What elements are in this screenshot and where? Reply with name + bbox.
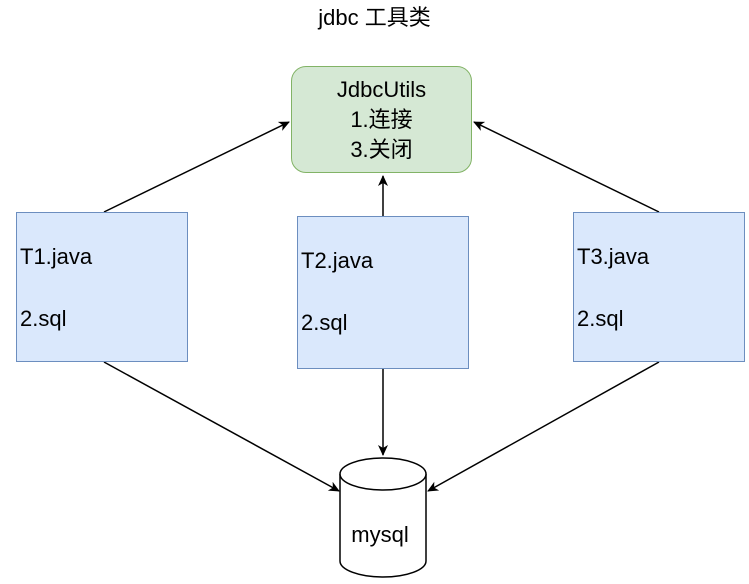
utils-step-close: 3.关闭	[350, 136, 413, 162]
utils-name: JdbcUtils	[336, 76, 427, 102]
jdbc-utils-node[interactable]: JdbcUtils 1.连接 3.关闭	[291, 66, 472, 173]
t3-step-label: 2.sql	[577, 306, 624, 331]
t2-java-node[interactable]: T2.java 2.sql	[297, 216, 469, 369]
edge-t1-to-mysql	[103, 361, 340, 492]
t3-java-node[interactable]: T3.java 2.sql	[573, 212, 745, 362]
t1-java-node[interactable]: T1.java 2.sql	[16, 212, 188, 362]
t2-step-label: 2.sql	[301, 310, 348, 335]
t3-file-label: T3.java	[577, 244, 650, 269]
t1-step-label: 2.sql	[20, 306, 67, 331]
t1-file-label: T1.java	[20, 244, 93, 269]
diagram-title: jdbc 工具类	[318, 5, 431, 30]
edge-t1-to-utils	[103, 121, 290, 213]
mysql-database-icon[interactable]	[339, 457, 427, 578]
edge-t3-to-mysql	[427, 361, 660, 492]
t2-file-label: T2.java	[301, 248, 374, 273]
mysql-label: mysql	[351, 522, 409, 547]
utils-step-connect: 1.连接	[350, 106, 413, 132]
edge-t3-to-utils	[473, 121, 660, 213]
